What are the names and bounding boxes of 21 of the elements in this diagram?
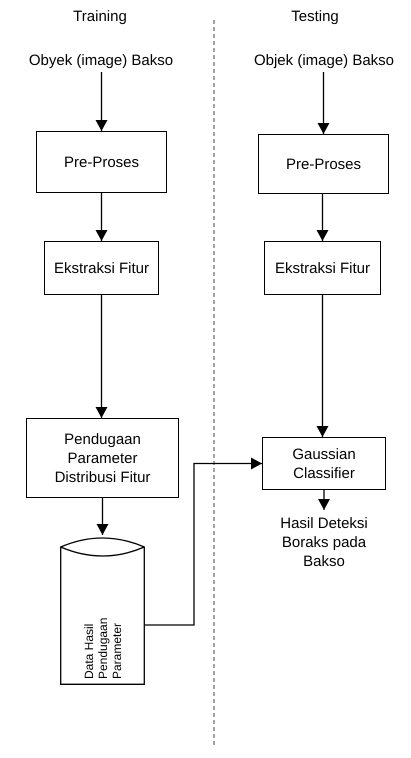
process-box: Ekstraksi Fitur — [264, 241, 381, 295]
node-text: Objek (image) Bakso — [254, 50, 394, 70]
process-box: Pendugaan Parameter Distribusi Fitur — [26, 418, 179, 498]
arrow — [96, 498, 108, 535]
column-heading: Training — [72, 8, 128, 25]
arrow — [316, 194, 328, 241]
arrow — [318, 490, 330, 510]
arrow — [316, 295, 328, 437]
node-text: Obyek (image) Bakso — [28, 50, 174, 70]
node-text: Hasil Deteksi Boraks pada Bakso — [279, 514, 369, 570]
process-box: Ekstraksi Fitur — [44, 241, 159, 295]
database-cylinder: Data Hasil Pendugaan Parameter — [60, 535, 145, 685]
process-box: Pre-Proses — [36, 131, 167, 193]
arrow — [96, 193, 108, 241]
arrow — [318, 72, 330, 134]
process-box: Gaussian Classifier — [262, 437, 386, 490]
arrow — [145, 458, 262, 626]
column-heading: Testing — [290, 8, 340, 25]
arrow — [96, 295, 108, 418]
process-box: Pre-Proses — [258, 134, 389, 194]
arrow — [96, 72, 108, 131]
